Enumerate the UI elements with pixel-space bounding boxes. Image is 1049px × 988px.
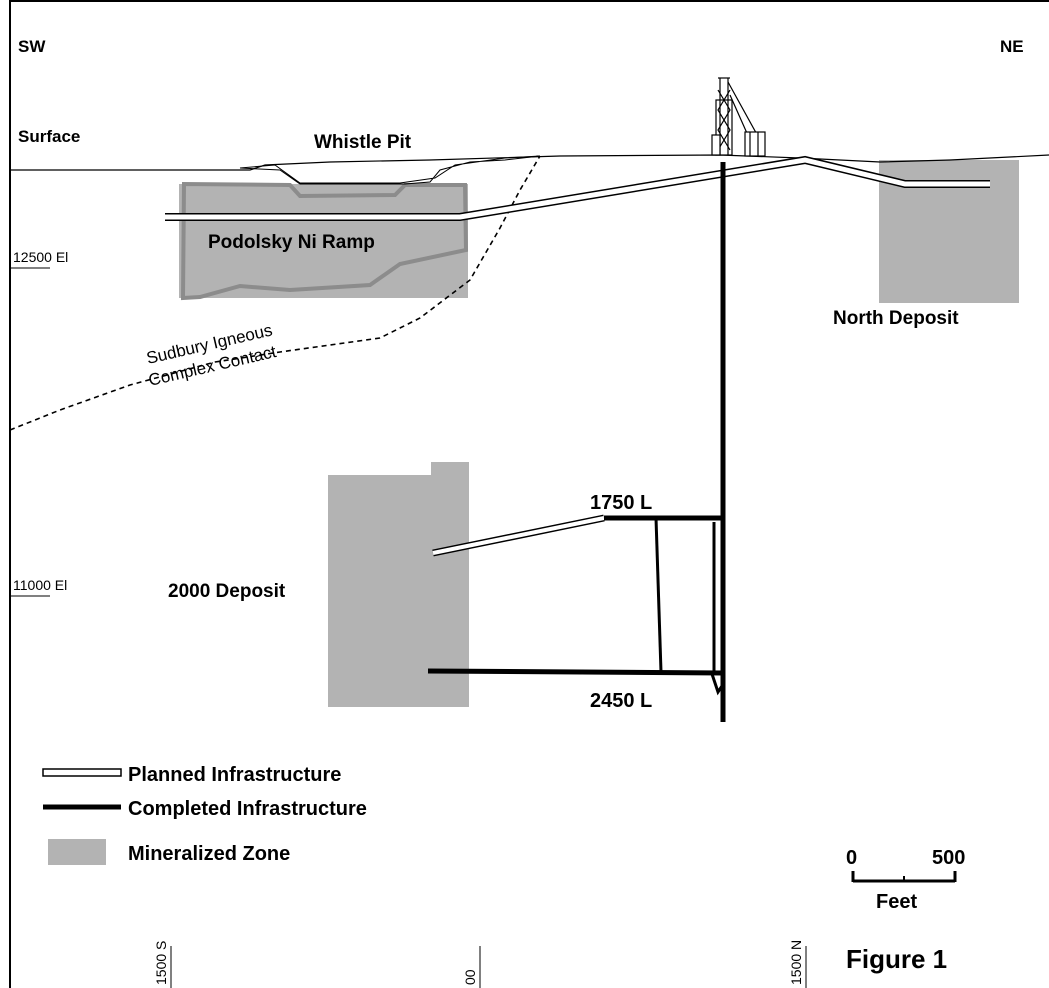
north-deposit-label: North Deposit <box>833 308 959 329</box>
completed-infrastructure <box>427 162 726 722</box>
whistle-pit-outline <box>239 155 541 185</box>
raise-1 <box>654 517 663 673</box>
sw-label: SW <box>18 37 46 56</box>
whistle-pit-label: Whistle Pit <box>314 132 412 153</box>
elevation-label-12500: 12500 El <box>13 249 68 265</box>
scale-start-label: 0 <box>846 847 857 869</box>
legend-completed-label: Completed Infrastructure <box>128 798 367 820</box>
legend-planned-label: Planned Infrastructure <box>128 764 341 786</box>
podolsky-zone <box>179 184 468 298</box>
deposit-2000-zone <box>328 462 469 707</box>
surface-label: Surface <box>18 127 80 146</box>
elevation-label-11000: 11000 El <box>13 577 67 593</box>
legend-mineralized-label: Mineralized Zone <box>128 843 290 865</box>
level-2450-drift <box>427 668 724 676</box>
planned-ramps <box>165 155 990 557</box>
level-2450-label: 2450 L <box>590 690 652 712</box>
figure-frame <box>9 0 1049 988</box>
podolsky-ramp-label: Podolsky Ni Ramp <box>208 232 375 253</box>
grid-tick-1500s: 1500 S <box>153 941 169 985</box>
headframe <box>711 77 766 157</box>
scale-end-label: 500 <box>932 847 965 869</box>
legend-mineralized-symbol <box>48 839 106 865</box>
ne-label: NE <box>1000 37 1024 56</box>
grid-tick-1500n: 1500 N <box>788 940 804 985</box>
scale-unit-label: Feet <box>876 891 917 913</box>
figure-title: Figure 1 <box>846 944 947 974</box>
level-1750-label: 1750 L <box>590 492 652 514</box>
grid-tick-00: 00 <box>462 969 478 985</box>
scale-bar <box>851 871 957 883</box>
legend-planned-symbol <box>42 768 122 777</box>
igneous-contact-line <box>9 155 541 431</box>
deposit-2000-label: 2000 Deposit <box>168 581 286 602</box>
